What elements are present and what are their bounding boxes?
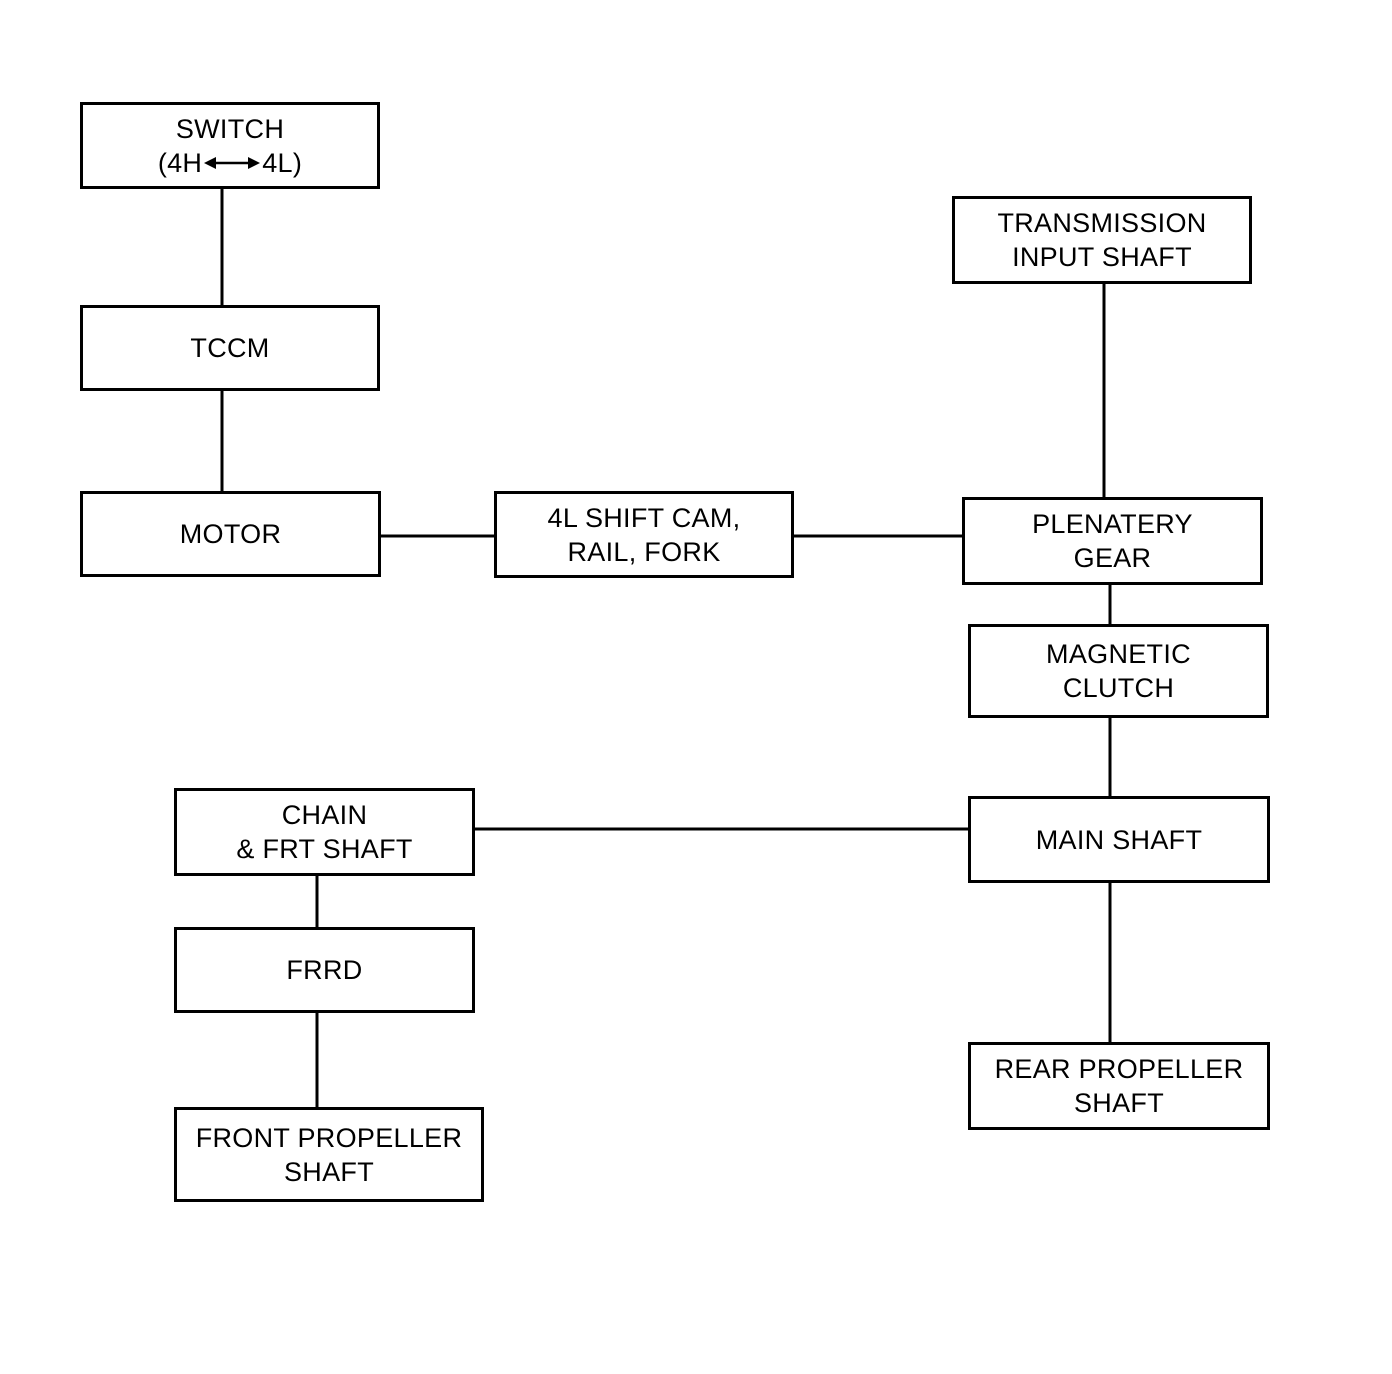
front-propeller-label-line2: SHAFT: [283, 1156, 374, 1187]
tccm-label: TCCM: [190, 333, 270, 363]
double-arrow-icon: [204, 156, 261, 169]
magnetic-clutch-box: MAGNETIC CLUTCH: [968, 624, 1269, 718]
switch-box: SWITCH (4H 4L): [80, 102, 380, 189]
rear-propeller-shaft-box: REAR PROPELLER SHAFT: [968, 1042, 1270, 1130]
chain-frt-label-line1: CHAIN: [281, 800, 368, 830]
main-shaft-box: MAIN SHAFT: [968, 796, 1270, 883]
chain-frt-shaft-box: CHAIN & FRT SHAFT: [174, 788, 475, 876]
frrd-label: FRRD: [286, 955, 363, 985]
shift-cam-box: 4L SHIFT CAM, RAIL, FORK: [494, 491, 794, 578]
rear-propeller-label-line1: REAR PROPELLER: [994, 1054, 1244, 1084]
switch-label: SWITCH: [175, 113, 285, 144]
tccm-box: TCCM: [80, 305, 380, 391]
main-shaft-label: MAIN SHAFT: [1035, 824, 1203, 855]
transmission-input-label-line1: TRANSMISSION: [997, 208, 1207, 238]
planetary-gear-label-line2: GEAR: [1073, 543, 1152, 573]
shift-cam-label-line1: 4L SHIFT CAM,: [547, 502, 741, 533]
chain-frt-label-line2: & FRT SHAFT: [236, 834, 413, 864]
magnetic-clutch-label-line2: CLUTCH: [1062, 673, 1175, 703]
front-propeller-shaft-box: FRONT PROPELLER SHAFT: [174, 1107, 484, 1202]
switch-mode-left: (4H: [157, 147, 203, 178]
shift-cam-label-line2: RAIL, FORK: [567, 536, 721, 567]
transmission-input-label-line2: INPUT SHAFT: [1012, 242, 1192, 272]
front-propeller-label-line1: FRONT PROPELLER: [195, 1122, 463, 1153]
transmission-input-shaft-box: TRANSMISSION INPUT SHAFT: [952, 196, 1252, 284]
planetary-gear-box: PLENATERY GEAR: [962, 497, 1263, 585]
motor-label: MOTOR: [179, 519, 282, 549]
switch-mode-right: 4L): [262, 147, 303, 178]
planetary-gear-label-line1: PLENATERY: [1032, 509, 1193, 539]
motor-box: MOTOR: [80, 491, 381, 577]
rear-propeller-label-line2: SHAFT: [1073, 1088, 1164, 1118]
magnetic-clutch-label-line1: MAGNETIC: [1046, 639, 1191, 669]
switch-mode-row: (4H 4L): [158, 146, 302, 180]
frrd-box: FRRD: [174, 927, 475, 1013]
